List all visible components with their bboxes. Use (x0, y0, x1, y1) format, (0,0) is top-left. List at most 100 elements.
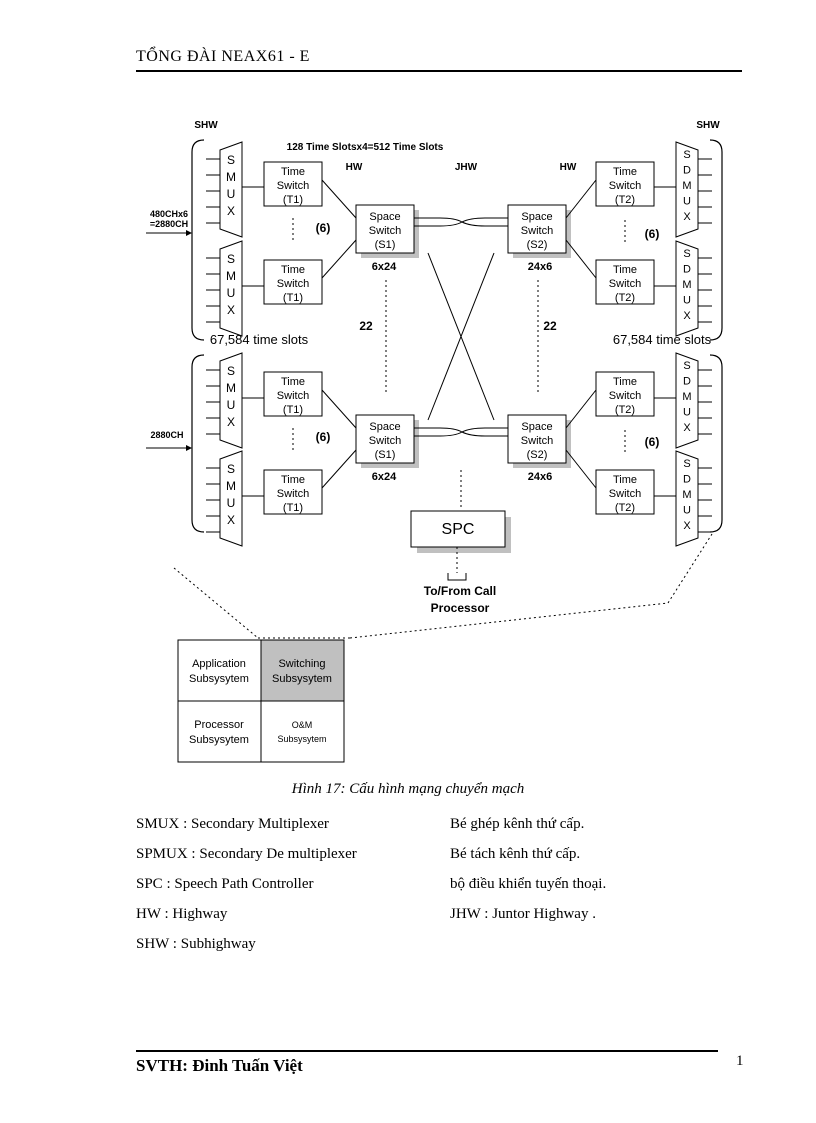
group-count-label: (6) (645, 227, 660, 241)
smux-letter: X (227, 303, 235, 317)
smux-shape (219, 240, 243, 337)
subsystem-label: Subsysytem (189, 673, 249, 685)
hw-line (565, 179, 597, 219)
space-switch-tag: (S1) (375, 449, 396, 461)
smux-letter: S (227, 462, 235, 476)
smux-letter: S (227, 153, 235, 167)
time-switch-box (595, 259, 655, 305)
sdmux-letter: M (682, 180, 691, 192)
group-count-label: (6) (316, 430, 331, 444)
arrow-head (186, 445, 192, 451)
time-switch-label: Time (613, 474, 637, 486)
matrix-size-label: 24x6 (528, 261, 552, 273)
time-switch-tag: (T1) (283, 292, 303, 304)
space-switch-label: Switch (369, 435, 401, 447)
figure-caption: Hình 17: Cấu hình mạng chuyển mạch (291, 781, 525, 797)
hw-line (565, 239, 597, 279)
time-switch-tag: (T2) (615, 502, 635, 514)
sdmux-letter: U (683, 295, 691, 307)
smux-symbol: SMUX (219, 450, 243, 547)
subsystem-label: O&M (292, 720, 313, 730)
space-switch-label: Switch (369, 225, 401, 237)
smux-letter: M (226, 269, 236, 283)
time-switch-label: Switch (609, 488, 641, 500)
sdmux-letter: D (683, 165, 691, 177)
smux-letter: U (227, 286, 236, 300)
footer-rule (136, 1050, 718, 1052)
space-switch-box (355, 414, 415, 464)
hw-line (321, 239, 357, 279)
switching-subsystem-cell (260, 639, 345, 702)
count-22-label: 22 (359, 319, 373, 333)
space-switch-tag: (S2) (527, 449, 548, 461)
sdmux-letter: X (683, 310, 691, 322)
time-slots-left-label: 67,584 time slots (210, 332, 309, 347)
jhw-line (414, 427, 508, 437)
time-switch-label: Time (281, 474, 305, 486)
hw-line (321, 179, 357, 219)
arrow-head (186, 230, 192, 236)
sdmux-letter: D (683, 264, 691, 276)
smux-letter: X (227, 513, 235, 527)
time-slots-label: 128 Time Slotsx4=512 Time Slots (287, 142, 444, 153)
space-switch-tag: (S1) (375, 239, 396, 251)
smux-shape (219, 450, 243, 547)
sdmux-letter: X (683, 211, 691, 223)
left-shw-bracket (191, 139, 205, 341)
sdmux-letter: X (683, 520, 691, 532)
space-switch-label: Space (521, 211, 552, 223)
sdmux-letter: S (683, 458, 690, 470)
time-switch-label: Time (281, 264, 305, 276)
smux-shape (219, 352, 243, 449)
page-number: 1 (736, 1053, 744, 1069)
legend-term: SMUX : Secondary Multiplexer (136, 816, 329, 832)
matrix-size-label: 6x24 (372, 261, 397, 273)
hw-line (321, 449, 357, 489)
space-switch-label: Switch (521, 435, 553, 447)
smux-shape (219, 141, 243, 238)
legend-term: SPC : Speech Path Controller (136, 876, 314, 892)
sdmux-letter: U (683, 407, 691, 419)
spc-label: SPC (442, 521, 475, 538)
legend-term: SPMUX : Secondary De multiplexer (136, 846, 357, 862)
jhw-label: JHW (455, 162, 478, 173)
time-switch-tag: (T2) (615, 404, 635, 416)
time-switch-box (595, 469, 655, 515)
time-switch-label: Switch (277, 278, 309, 290)
sdmux-letter: S (683, 149, 690, 161)
left-shw-bracket (191, 354, 205, 533)
group-count-label: (6) (316, 221, 331, 235)
legend-meaning: Bé ghép kênh thứ cấp. (450, 816, 585, 832)
header-rule (136, 70, 742, 72)
time-switch-tag: (T2) (615, 194, 635, 206)
right-shw-bracket (709, 354, 723, 533)
jhw-line (414, 217, 508, 227)
call-processor-label: Processor (431, 601, 490, 615)
time-switch-tag: (T1) (283, 194, 303, 206)
space-switch-label: Space (369, 211, 400, 223)
smux-letter: S (227, 364, 235, 378)
matrix-size-label: 24x6 (528, 471, 552, 483)
time-switch-label: Time (613, 264, 637, 276)
space-switch-label: Space (521, 421, 552, 433)
smux-symbol: SMUX (219, 240, 243, 337)
time-switch-box (263, 161, 323, 207)
smux-letter: U (227, 496, 236, 510)
time-switch-tag: (T1) (283, 404, 303, 416)
sdmux-letter: S (683, 360, 690, 372)
time-slots-right-label: 67,584 time slots (613, 332, 712, 347)
smux-letter: M (226, 479, 236, 493)
smux-letter: M (226, 170, 236, 184)
time-switch-tag: (T1) (283, 502, 303, 514)
subsystem-label: Subsysytem (189, 734, 249, 746)
time-switch-box (595, 371, 655, 417)
time-switch-label: Time (613, 166, 637, 178)
smux-letter: U (227, 187, 236, 201)
time-switch-box (263, 371, 323, 417)
sdmux-letter: M (682, 391, 691, 403)
